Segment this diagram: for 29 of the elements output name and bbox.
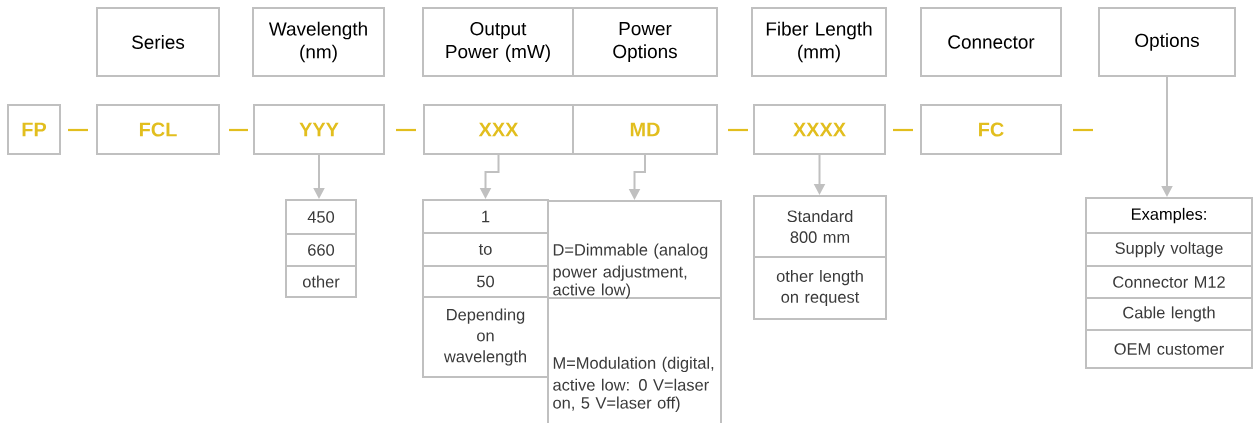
code-box: XXXX — [753, 104, 886, 155]
option-cell: 450 — [285, 199, 357, 235]
code-box: FCL — [96, 104, 220, 155]
code-box: FP — [7, 104, 61, 155]
code-box: MD — [572, 104, 718, 155]
field-header-box: Output Power (mW) — [422, 7, 574, 77]
code-box: XXX — [423, 104, 574, 155]
option-cell: Standard 800 mm — [753, 195, 887, 258]
option-cell: 50 — [422, 265, 549, 298]
option-cell: Depending on wavelength — [422, 296, 549, 378]
field-header-box: Connector — [920, 7, 1062, 77]
option-cell: 660 — [285, 233, 357, 267]
option-cell: OEM customer — [1085, 329, 1253, 369]
code-box: FC — [920, 104, 1062, 155]
option-cell: Cable length — [1085, 297, 1253, 331]
option-cell: Connector M12 — [1085, 265, 1253, 299]
code-box: YYY — [253, 104, 385, 155]
option-cell: other — [285, 265, 357, 298]
option-cell: other length on request — [753, 256, 887, 320]
option-cell: Supply voltage — [1085, 232, 1253, 267]
field-header-box: Fiber Length (mm) — [751, 7, 887, 77]
option-cell: Examples: — [1085, 197, 1253, 234]
field-header-box: Options — [1098, 7, 1236, 77]
option-cell: 1 — [422, 199, 549, 234]
field-header-box: Series — [96, 7, 220, 77]
option-cell: D=Dimmable (analog power adjustment, active low) — [547, 200, 722, 299]
option-cell: to — [422, 232, 549, 267]
field-header-box: Power Options — [572, 7, 718, 77]
field-header-box: Wavelength (nm) — [252, 7, 385, 77]
